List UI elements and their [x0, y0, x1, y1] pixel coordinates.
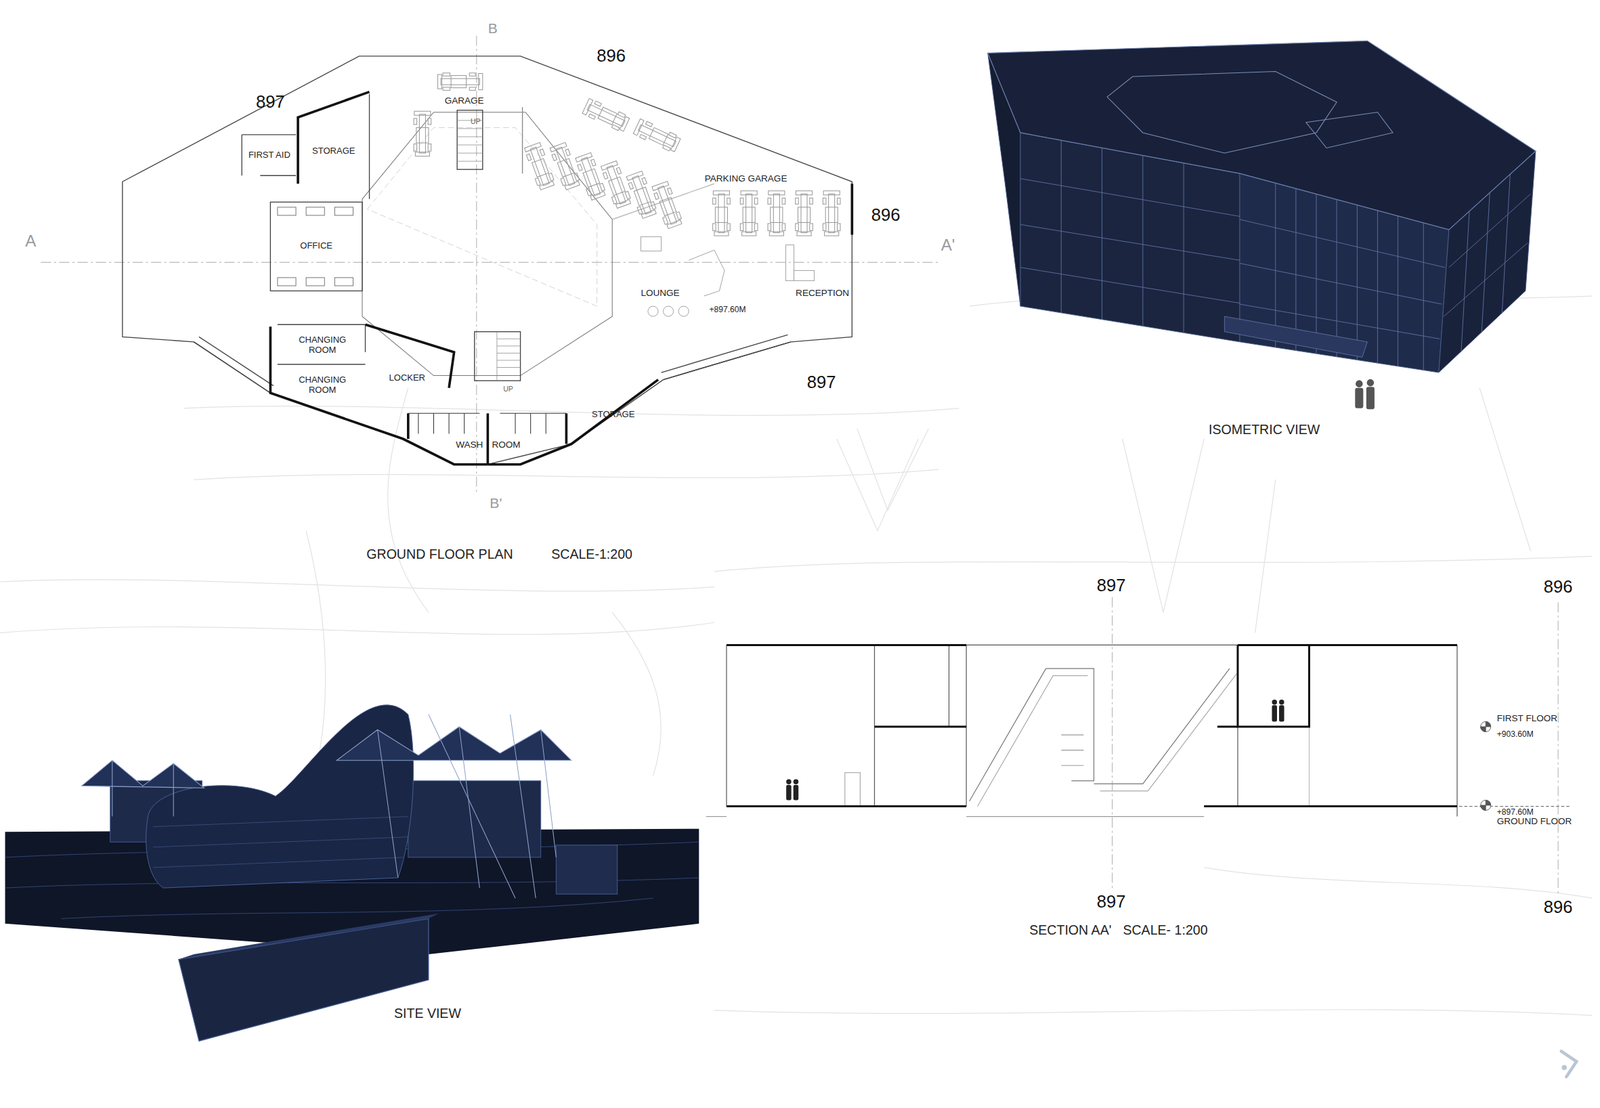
room-box: STORAGE — [299, 120, 367, 182]
drawing-label: +903.60M — [1497, 729, 1534, 740]
contour-number: 897 — [1096, 891, 1127, 912]
contour-number: 897 — [1096, 575, 1127, 596]
car-symbols — [413, 73, 841, 236]
room-box: FIRST AID — [243, 135, 296, 175]
drawing-label: PARKING GARAGE — [704, 173, 788, 185]
room-box: LOCKER — [369, 358, 446, 396]
sketch-lines — [0, 295, 1592, 1015]
site-view — [5, 704, 700, 1041]
drawing-label: +897.60M — [1497, 807, 1534, 818]
isometric-building — [987, 40, 1536, 409]
room-name: STORAGE — [591, 408, 635, 420]
contour-number: 897 — [255, 92, 286, 112]
drawing-label: +897.60M — [709, 305, 747, 315]
drawing-label: B — [488, 20, 498, 37]
drawing-label: LOUNGE — [640, 287, 680, 299]
room-name: CHANGING ROOM — [291, 374, 353, 396]
room-name: LOCKER — [389, 372, 426, 384]
drawing-label: FIRST FLOOR — [1497, 712, 1558, 724]
room-name: FIRST AID — [248, 149, 291, 161]
contour-number: 896 — [871, 205, 901, 225]
room-box: OFFICE — [272, 215, 361, 275]
room-box: STORAGE — [571, 400, 656, 429]
room-name: OFFICE — [299, 240, 333, 252]
plan-outline — [122, 56, 853, 465]
drawing-label: SCALE-1:200 — [551, 546, 633, 562]
drawing-label: B' — [489, 494, 502, 512]
drawing-label: UP — [503, 384, 514, 393]
drawing-label: UP — [470, 117, 481, 126]
contour-number: 896 — [1543, 897, 1573, 917]
drawing-label: ISOMETRIC VIEW — [1208, 421, 1320, 438]
drawing-label: GARAGE — [444, 95, 485, 107]
drawing-label: WASH — [455, 439, 483, 451]
drawing-label: SECTION AA' — [1029, 922, 1112, 938]
room-name: STORAGE — [312, 145, 355, 157]
drawing-label: GROUND FLOOR PLAN — [366, 546, 513, 562]
corner-mark — [1561, 1050, 1577, 1077]
drawing-label: GROUND FLOOR — [1497, 815, 1573, 827]
drawing-label: SITE VIEW — [394, 1005, 462, 1022]
room-box: CHANGING ROOM — [281, 367, 364, 403]
contour-number: A' — [941, 235, 956, 255]
plan-walls — [270, 92, 852, 465]
room-box: CHANGING ROOM — [281, 326, 364, 363]
contour-number: 896 — [1543, 576, 1573, 597]
section-drawing — [706, 644, 1572, 816]
drawing-label: ROOM — [491, 439, 521, 451]
contour-number: 896 — [596, 46, 626, 66]
room-name: CHANGING ROOM — [291, 334, 353, 356]
drawing-label: RECEPTION — [795, 287, 850, 299]
contour-number: 897 — [807, 372, 837, 393]
contour-number: A — [25, 231, 36, 251]
drawing-label: SCALE- 1:200 — [1122, 922, 1208, 938]
